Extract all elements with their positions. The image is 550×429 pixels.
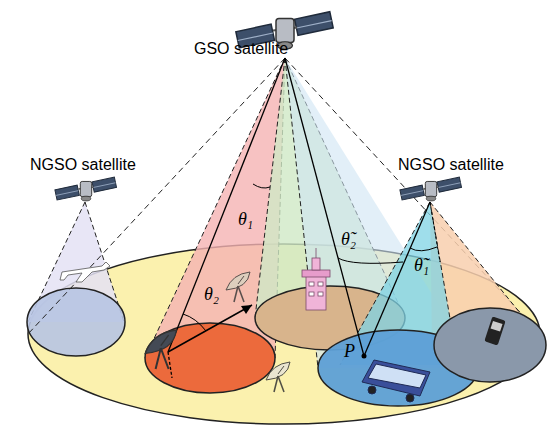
bus-icon (368, 364, 426, 388)
phone-icon (491, 321, 503, 332)
angle-geometry (364, 202, 430, 356)
tower-icon (312, 258, 320, 270)
ngso-satellite-icon (400, 177, 462, 201)
ngso-satellite-icon (55, 177, 117, 201)
satellite-label: GSO satellite (194, 40, 288, 58)
tower-icon (318, 292, 323, 296)
earth-station (145, 330, 176, 369)
satellite-label: NGSO satellite (398, 156, 504, 174)
ngso-beam (27, 202, 125, 356)
tower-icon (318, 282, 323, 286)
angle-label: θ̃₁ (414, 256, 429, 276)
angle-label: θ₂ (204, 285, 219, 305)
beam-footprint-red (145, 323, 275, 393)
angle-geometry (168, 58, 285, 352)
angle-geometry (410, 247, 437, 251)
phone-icon (484, 316, 505, 345)
angle-geometry (183, 314, 206, 331)
beam-footprint-grey (434, 308, 546, 382)
bus-icon (362, 360, 430, 396)
satellite-label: NGSO satellite (30, 156, 136, 174)
earth-station (145, 330, 176, 369)
point-label: P (344, 342, 355, 362)
tower-icon (309, 292, 314, 296)
tower-icon (309, 282, 314, 286)
angle-geometry (168, 305, 252, 352)
earth-station (226, 272, 250, 302)
angle-geometry (338, 258, 403, 263)
airplane-icon (60, 262, 110, 282)
tower-icon (302, 248, 330, 310)
angle-geometry (168, 352, 172, 378)
tower-icon (306, 276, 326, 310)
earth-station (226, 272, 250, 302)
earth-station (266, 362, 290, 392)
bus-icon (362, 360, 430, 402)
angle-geometry (362, 354, 367, 359)
bus-icon (368, 386, 376, 394)
tower-icon (316, 248, 317, 258)
tower-icon (302, 270, 330, 277)
angle-geometry (253, 184, 270, 188)
angle-label: θ̃₂ (341, 230, 356, 250)
earth-station (266, 362, 290, 392)
phone-icon (484, 316, 505, 345)
angle-geometry (241, 305, 252, 314)
angle-label: θ₁ (238, 210, 253, 230)
bus-icon (406, 394, 414, 402)
angle-geometry (285, 58, 364, 356)
angle-geometry (430, 202, 440, 262)
angle-geometry (168, 58, 440, 378)
ngso-beam (27, 288, 125, 356)
